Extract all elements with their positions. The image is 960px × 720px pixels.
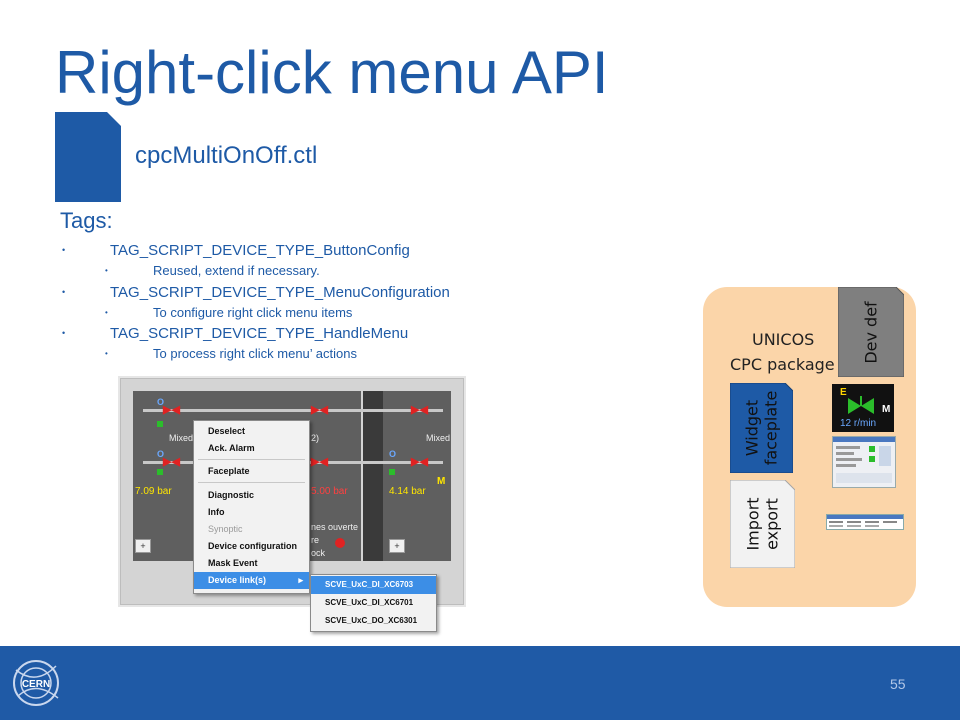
bullet-icon: • bbox=[105, 349, 108, 358]
page-number: 55 bbox=[890, 676, 906, 692]
panel-divider bbox=[363, 391, 383, 561]
menu-item-synoptic[interactable]: Synoptic bbox=[208, 524, 243, 534]
menu-separator bbox=[198, 459, 305, 460]
menu-item-deselect[interactable]: Deselect bbox=[208, 426, 246, 436]
menu-item-device-configuration[interactable]: Device configuration bbox=[208, 541, 298, 551]
tags-heading: Tags: bbox=[60, 208, 113, 233]
widget-label-line1: Widget bbox=[742, 399, 762, 457]
mode-indicator: M bbox=[437, 476, 446, 487]
bullet-icon: • bbox=[105, 308, 108, 317]
warning-text: ock bbox=[311, 548, 326, 558]
valve-icon: ▶◀ bbox=[311, 404, 328, 416]
status-indicator bbox=[157, 421, 163, 427]
dev-def-label: Dev def bbox=[861, 300, 881, 364]
tag-description: To process right click menu’ actions bbox=[153, 346, 357, 361]
widget-icon: E M 12 r/min bbox=[832, 384, 894, 432]
file-shape bbox=[730, 480, 795, 568]
submenu-arrow-icon: ▸ bbox=[298, 575, 303, 585]
menu-separator bbox=[198, 482, 305, 483]
menu-item-mask-event[interactable]: Mask Event bbox=[208, 558, 258, 568]
file-icon bbox=[55, 112, 121, 202]
submenu-item[interactable]: SCVE_UxC_DI_XC6701 bbox=[325, 598, 414, 607]
footer-bar: CERN bbox=[0, 646, 960, 720]
widget-speed: 12 r/min bbox=[840, 418, 877, 429]
import-table-thumbnail bbox=[826, 514, 904, 530]
tag-label: TAG_SCRIPT_DEVICE_TYPE_ButtonConfig bbox=[110, 242, 410, 259]
device-links-submenu: SCVE_UxC_DI_XC6703 SCVE_UxC_DI_XC6701 SC… bbox=[310, 574, 437, 632]
menu-item-label: Device link(s) bbox=[208, 575, 267, 585]
submenu-item[interactable]: SCVE_UxC_DI_XC6703 bbox=[311, 576, 436, 594]
pressure-value: 4.14 bar bbox=[389, 486, 426, 497]
indicator-icon: O bbox=[389, 449, 397, 459]
faceplate-thumbnail bbox=[832, 436, 896, 488]
device-label: Mixed bbox=[426, 433, 451, 443]
tag-label: TAG_SCRIPT_DEVICE_TYPE_HandleMenu bbox=[110, 325, 409, 342]
menu-item-faceplate[interactable]: Faceplate bbox=[208, 466, 250, 476]
widget-faceplate-label: Widget faceplate bbox=[743, 391, 781, 466]
import-label-line2: export bbox=[762, 498, 782, 550]
bullet-icon: • bbox=[105, 266, 108, 275]
import-export-label: Import export bbox=[743, 497, 781, 550]
import-export-tab: Import export bbox=[730, 480, 795, 568]
expand-button[interactable]: + bbox=[389, 539, 405, 553]
import-label-line1: Import bbox=[743, 497, 763, 551]
file-name: cpcMultiOnOff.ctl bbox=[135, 142, 318, 169]
status-indicator bbox=[389, 469, 395, 475]
submenu-item[interactable]: SCVE_UxC_DO_XC6301 bbox=[325, 616, 418, 625]
warning-text: re bbox=[311, 535, 320, 545]
widget-e-label: E bbox=[840, 387, 847, 398]
cern-logo-text: CERN bbox=[22, 679, 50, 690]
pressure-value: 5.00 bar bbox=[311, 486, 348, 497]
tag-label: TAG_SCRIPT_DEVICE_TYPE_MenuConfiguration bbox=[110, 284, 450, 301]
device-label: 2) bbox=[311, 433, 320, 443]
unicos-label: UNICOS bbox=[752, 330, 815, 349]
valve-icon: ▶◀ bbox=[411, 456, 428, 468]
tag-description: To configure right click menu items bbox=[153, 305, 353, 320]
pressure-value: 7.09 bar bbox=[135, 486, 172, 497]
valve-icon bbox=[848, 396, 874, 414]
bullet-icon: • bbox=[62, 287, 66, 297]
context-menu: Deselect Ack. Alarm Faceplate Diagnostic… bbox=[193, 420, 310, 594]
warning-text: nes ouverte bbox=[311, 522, 359, 532]
device-label: Mixed bbox=[169, 433, 194, 443]
menu-item-info[interactable]: Info bbox=[208, 507, 225, 517]
cpc-package-label: CPC package bbox=[730, 355, 835, 374]
bullet-icon: • bbox=[62, 245, 66, 255]
cern-logo-icon: CERN bbox=[13, 660, 59, 706]
expand-button[interactable]: + bbox=[135, 539, 151, 553]
dev-def-tab: Dev def bbox=[838, 287, 904, 377]
pipe bbox=[143, 409, 443, 412]
indicator-icon: O bbox=[157, 397, 165, 407]
slide-title: Right-click menu API bbox=[55, 39, 609, 106]
file-shape bbox=[730, 383, 793, 473]
valve-icon: ▶◀ bbox=[311, 456, 328, 468]
alarm-icon bbox=[335, 538, 345, 548]
tag-description: Reused, extend if necessary. bbox=[153, 263, 320, 278]
valve-icon: ▶◀ bbox=[163, 404, 180, 416]
menu-item-diagnostic[interactable]: Diagnostic bbox=[208, 490, 255, 500]
status-indicator bbox=[157, 469, 163, 475]
indicator-icon: O bbox=[157, 449, 165, 459]
synoptic-panel bbox=[383, 391, 451, 561]
menu-item-ack-alarm[interactable]: Ack. Alarm bbox=[208, 443, 255, 453]
widget-label-line2: faceplate bbox=[761, 390, 781, 466]
valve-icon: ▶◀ bbox=[411, 404, 428, 416]
file-shape bbox=[838, 287, 904, 377]
valve-icon: ▶◀ bbox=[163, 456, 180, 468]
widget-faceplate-tab: Widget faceplate bbox=[730, 383, 793, 473]
bullet-icon: • bbox=[62, 328, 66, 338]
widget-m-label: M bbox=[882, 404, 891, 415]
menu-item-device-links[interactable]: Device link(s) ▸ bbox=[194, 572, 309, 589]
